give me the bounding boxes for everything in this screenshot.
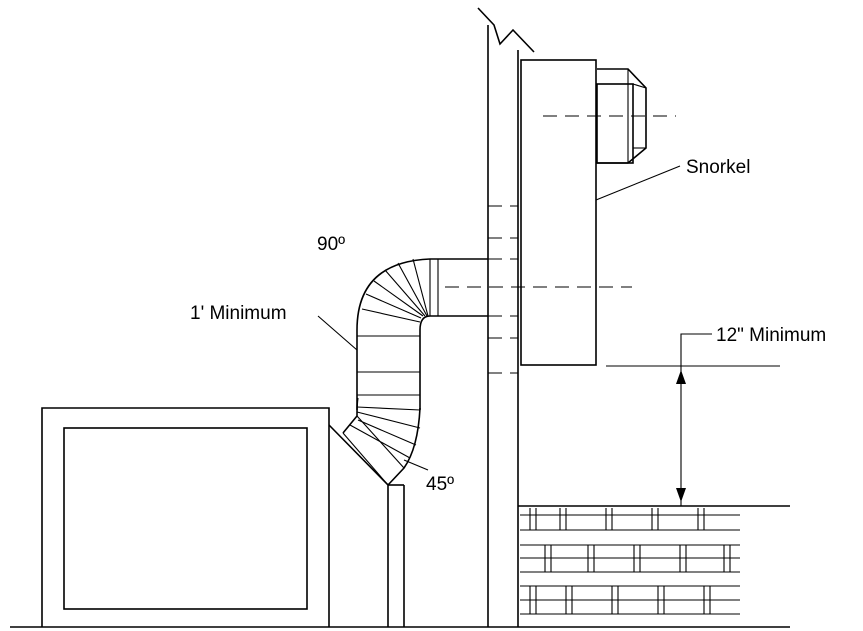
ninety-degree-label: 90º — [317, 234, 345, 255]
elbow-90 — [356, 258, 431, 331]
fortyfive-leader — [403, 459, 429, 471]
wall — [477, 7, 535, 627]
snorkel-label: Snorkel — [686, 157, 750, 178]
snorkel-leader — [595, 165, 681, 201]
twelve-inch-minimum-label: 12" Minimum — [716, 325, 826, 346]
heater-front-panel — [63, 427, 308, 610]
snorkel — [520, 59, 647, 366]
brick-ground — [518, 505, 790, 615]
heater-cabinet — [41, 407, 330, 627]
vertical-pipe — [356, 330, 421, 410]
fortyfive-degree-label: 45º — [426, 474, 454, 495]
one-ft-leader — [317, 315, 358, 351]
horizontal-pipe — [429, 258, 488, 317]
clearance-dimension — [606, 333, 780, 506]
one-foot-minimum-label: 1' Minimum — [190, 303, 287, 324]
elbow-45 — [342, 397, 421, 486]
